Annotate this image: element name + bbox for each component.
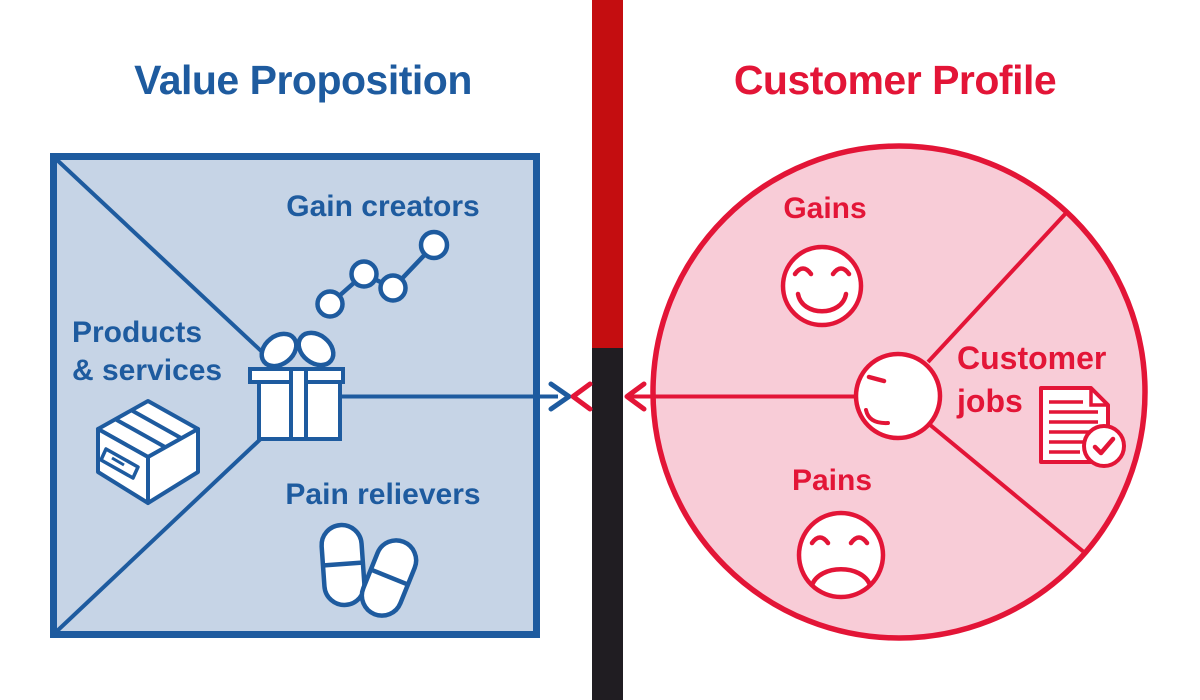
blue-arrow-right-icon [330, 381, 572, 412]
package-icon [96, 399, 200, 505]
line-chart-icon [315, 229, 450, 319]
customer-jobs-line1: Customer [957, 340, 1107, 376]
pills-icon [319, 522, 419, 618]
customer-jobs-line2: jobs [957, 383, 1023, 419]
value-proposition-title: Value Proposition [134, 57, 472, 103]
red-arrow-left-icon [624, 381, 898, 412]
divider-black-bar [592, 348, 623, 700]
products-services-label: Products & services [72, 314, 222, 390]
divider-red-bar [592, 0, 623, 348]
customer-jobs-label: Customer jobs [957, 337, 1106, 423]
gift-icon [248, 330, 345, 441]
products-line1: Products [72, 316, 203, 349]
smiley-face-icon [780, 244, 864, 328]
customer-profile-title: Customer Profile [733, 57, 1057, 103]
pain-relievers-label: Pain relievers [285, 478, 481, 511]
gain-creators-label: Gain creators [286, 190, 480, 223]
document-checklist-icon [1039, 386, 1126, 468]
red-arrow-left-small-icon [570, 381, 593, 412]
products-line2: & services [72, 354, 223, 387]
person-profile-icon [853, 351, 943, 441]
pains-label: Pains [791, 464, 873, 497]
gains-label: Gains [783, 192, 867, 225]
sad-face-icon [796, 510, 886, 600]
